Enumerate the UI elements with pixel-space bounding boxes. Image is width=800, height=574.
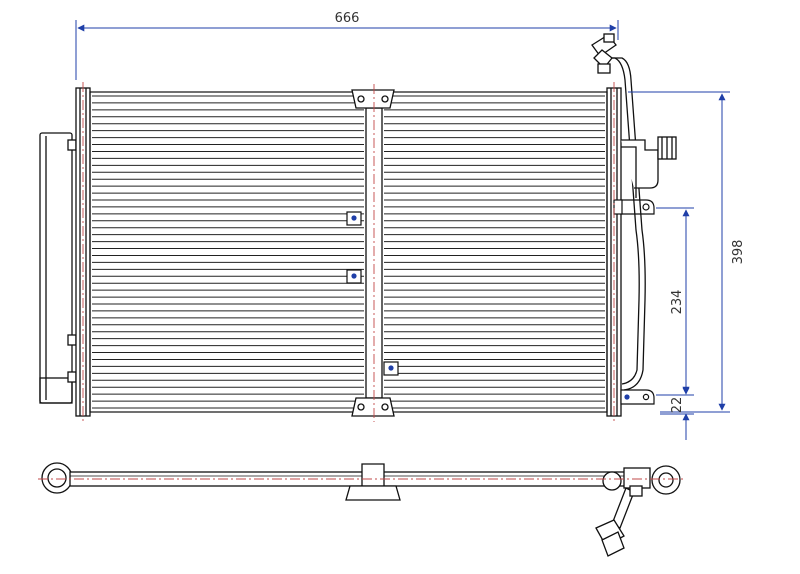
dim-spacing-label: 234	[670, 290, 685, 315]
receiver-dryer	[39, 132, 77, 404]
dimensions	[75, 20, 730, 440]
strut-clips	[346, 211, 399, 376]
dim-width-label: 666	[335, 11, 360, 26]
dim-offset-label: 22	[670, 397, 685, 414]
dim-height-label: 398	[731, 240, 746, 265]
refrigerant-pipe	[591, 33, 677, 391]
core-fins	[92, 95, 605, 409]
plan-view	[41, 462, 681, 557]
centerlines	[82, 82, 615, 422]
core-outline	[89, 91, 608, 413]
right-bracket-clips	[613, 199, 655, 405]
front-view	[39, 33, 677, 422]
